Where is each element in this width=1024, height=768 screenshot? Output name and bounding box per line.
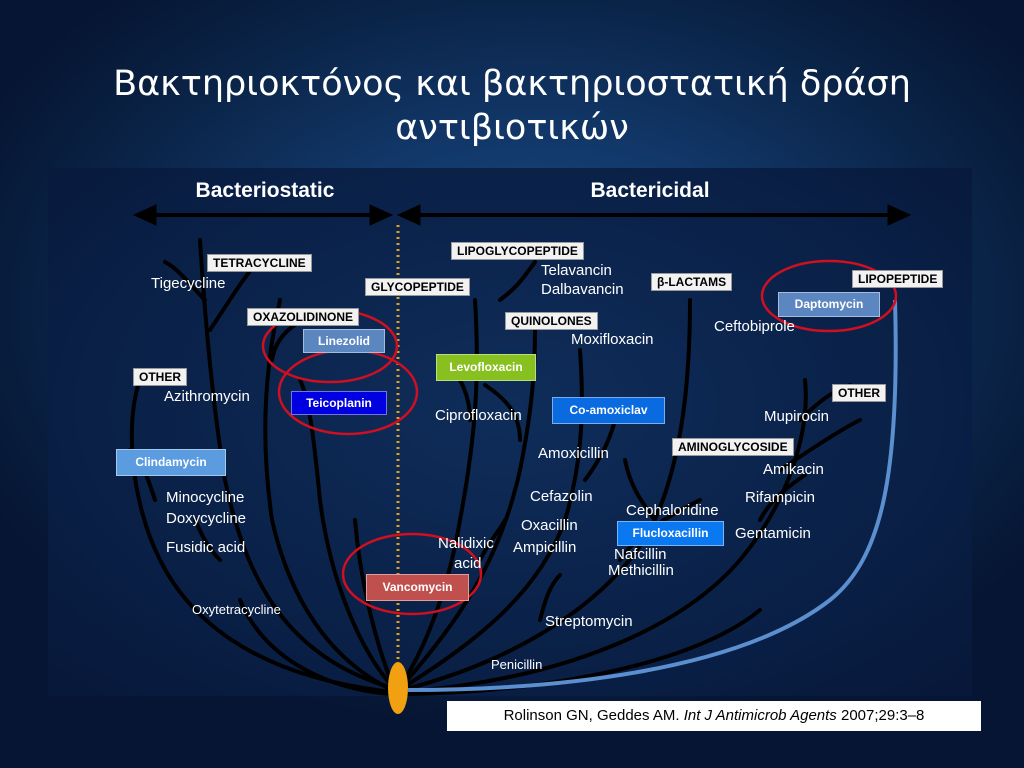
drug-box-daptomycin: Daptomycin — [778, 292, 880, 317]
drug-box-vancomycin: Vancomycin — [366, 574, 469, 601]
drug-label-tigecycline: Tigecycline — [151, 275, 226, 292]
citation: Rolinson GN, Geddes AM. Int J Antimicrob… — [447, 701, 981, 731]
drug-label-cephaloridine: Cephaloridine — [626, 502, 719, 519]
tree-branches — [128, 238, 862, 696]
drug-box-teicoplanin: Teicoplanin — [291, 391, 387, 415]
drug-box-flucloxacillin: Flucloxacillin — [617, 521, 724, 546]
drug-label-amikacin: Amikacin — [763, 461, 824, 478]
class-label-oxazolidinone: OXAZOLIDINONE — [247, 308, 360, 326]
vancomycin-highlight-circle — [341, 532, 483, 616]
class-label-other-left: OTHER — [133, 368, 187, 386]
drug-label-ciprofloxacin: Ciprofloxacin — [435, 407, 522, 424]
drug-label-oxacillin: Oxacillin — [521, 517, 578, 534]
root-node — [388, 662, 408, 714]
daptomycin-branch — [407, 299, 898, 692]
drug-label-amoxicillin: Amoxicillin — [538, 445, 609, 462]
bactericidal-header: Bactericidal — [590, 179, 710, 202]
citation-details: 2007;29:3–8 — [840, 707, 925, 724]
drug-label-cefazolin: Cefazolin — [530, 488, 593, 505]
daptomycin-highlight-circle — [760, 259, 898, 333]
drug-label-penicillin: Penicillin — [491, 657, 543, 672]
drug-label-doxycycline: Doxycycline — [166, 510, 247, 527]
drug-label-nalidixic-acid-line2: acid — [454, 555, 482, 572]
class-label-beta-lactams: β-LACTAMS — [651, 273, 733, 291]
bacteriostatic-arrow — [132, 204, 394, 226]
class-label-lipoglycopeptide: LIPOGLYCOPEPTIDE — [451, 242, 584, 260]
drug-label-ceftobiprole: Ceftobiprole — [714, 318, 795, 335]
drug-label-dalbavancin: Dalbavancin — [541, 281, 624, 298]
drug-box-levofloxacin: Levofloxacin — [436, 354, 536, 381]
class-label-lipopeptide: LIPOPEPTIDE — [852, 270, 944, 288]
citation-journal: Int J Antimicrob Agents — [683, 707, 837, 724]
drug-box-clindamycin: Clindamycin — [116, 449, 226, 476]
slide-title-line1: Βακτηριοκτόνος και βακτηριοστατική δράση — [113, 64, 911, 104]
bacteriostatic-header: Bacteriostatic — [195, 179, 335, 202]
class-label-aminoglycoside: AMINOGLYCOSIDE — [672, 438, 794, 456]
class-label-other-right: OTHER — [832, 384, 886, 402]
drug-label-mupirocin: Mupirocin — [764, 408, 830, 425]
drug-label-methicillin: Methicillin — [608, 562, 674, 579]
citation-authors: Rolinson GN, Geddes AM. — [503, 707, 680, 724]
drug-label-azithromycin: Azithromycin — [164, 388, 250, 405]
drug-label-minocycline: Minocycline — [166, 489, 245, 506]
drug-label-nafcillin: Nafcillin — [614, 546, 667, 563]
bactericidal-arrow — [396, 204, 912, 226]
class-label-tetracycline: TETRACYCLINE — [207, 254, 312, 272]
drug-label-ampicillin: Ampicillin — [513, 539, 577, 556]
drug-label-gentamicin: Gentamicin — [735, 525, 811, 542]
drug-label-nalidixic-acid: Nalidixic — [438, 535, 494, 552]
class-label-quinolones: QUINOLONES — [505, 312, 598, 330]
drug-box-linezolid: Linezolid — [303, 329, 385, 353]
drug-label-streptomycin: Streptomycin — [545, 613, 633, 630]
drug-box-co-amoxiclav: Co-amoxiclav — [552, 397, 665, 424]
class-label-glycopeptide: GLYCOPEPTIDE — [365, 278, 470, 296]
highlight-circles — [261, 259, 898, 616]
drug-label-rifampicin: Rifampicin — [745, 489, 816, 506]
drug-label-moxifloxacin: Moxifloxacin — [571, 331, 654, 348]
drug-label-fusidic-acid: Fusidic acid — [166, 539, 246, 556]
slide-title-line2: αντιβιοτικών — [395, 108, 629, 148]
drug-label-oxytetracycline: Oxytetracycline — [192, 602, 281, 617]
drug-label-telavancin: Telavancin — [541, 262, 612, 279]
